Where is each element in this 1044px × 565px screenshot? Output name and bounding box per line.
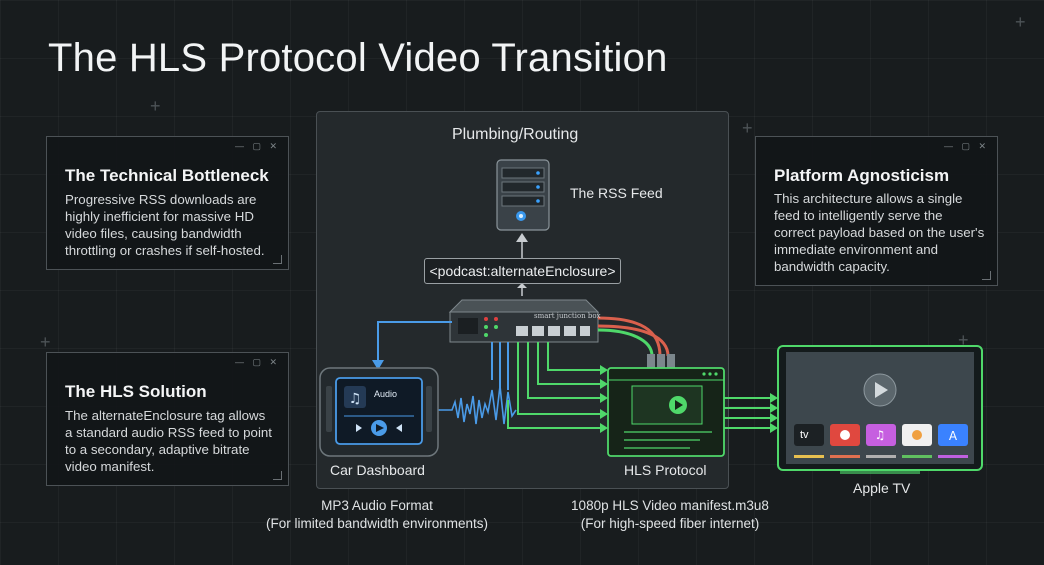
resize-grip-icon	[982, 271, 991, 280]
resize-grip-icon	[273, 471, 282, 480]
alternate-enclosure-tag: <podcast:alternateEnclosure>	[424, 258, 621, 284]
grid-cross-marker: +	[150, 96, 161, 116]
window-controls-icon: — ▢ ✕	[943, 141, 989, 151]
hls-protocol-label: HLS Protocol	[624, 462, 707, 478]
audio-waveform-icon	[440, 385, 517, 425]
grid-cross-marker: +	[40, 332, 51, 352]
page-title: The HLS Protocol Video Transition	[48, 36, 668, 80]
rss-server-icon	[496, 159, 550, 231]
grid-cross-marker: +	[1015, 12, 1026, 32]
grid-cross-marker: +	[958, 330, 969, 350]
agnosticism-panel: — ▢ ✕ Platform Agnosticism This architec…	[755, 136, 998, 286]
solution-heading: The HLS Solution	[65, 382, 207, 401]
apple-tv-app-label: tv	[800, 429, 809, 441]
apple-tv-icon: ♫ A	[777, 345, 983, 474]
audio-caption: MP3 Audio Format (For limited bandwidth …	[250, 497, 504, 533]
resize-grip-icon	[273, 255, 282, 264]
window-controls-icon: — ▢ ✕	[234, 141, 280, 151]
video-caption-line1: 1080p HLS Video manifest.m3u8	[571, 498, 769, 513]
apple-tv-label: Apple TV	[853, 480, 911, 496]
bottleneck-body: Progressive RSS downloads are highly ine…	[65, 192, 265, 258]
bottleneck-heading: The Technical Bottleneck	[65, 166, 269, 185]
video-route-lines	[507, 342, 606, 429]
svg-text:♫: ♫	[349, 391, 362, 407]
svg-text:♫: ♫	[875, 428, 886, 442]
audio-route-lines	[377, 321, 509, 390]
agnosticism-body: This architecture allows a single feed t…	[774, 191, 985, 274]
car-dashboard-icon: ♫	[319, 367, 439, 457]
car-screen-title: Audio	[374, 389, 398, 399]
junction-box-label: smart junction box	[534, 312, 601, 320]
hls-protocol-window-icon	[607, 367, 725, 457]
rss-feed-label: The RSS Feed	[570, 185, 663, 201]
solution-body: The alternateEnclosure tag allows a stan…	[65, 408, 272, 474]
audio-caption-line2: (For limited bandwidth environments)	[265, 516, 489, 531]
routing-section-label: Plumbing/Routing	[452, 126, 579, 143]
bottleneck-panel: — ▢ ✕ The Technical Bottleneck Progressi…	[46, 136, 289, 270]
audio-caption-line1: MP3 Audio Format	[321, 498, 433, 513]
agnosticism-heading: Platform Agnosticism	[774, 166, 950, 185]
svg-text:A: A	[949, 429, 958, 443]
window-controls-icon: — ▢ ✕	[234, 357, 280, 367]
junction-box-icon	[448, 299, 600, 343]
solution-panel: — ▢ ✕ The HLS Solution The alternateEncl…	[46, 352, 289, 486]
car-dashboard-label: Car Dashboard	[330, 462, 425, 478]
video-caption-line2: (For high-speed fiber internet)	[580, 516, 760, 531]
grid-cross-marker: +	[742, 118, 753, 138]
video-caption: 1080p HLS Video manifest.m3u8 (For high-…	[545, 497, 795, 533]
